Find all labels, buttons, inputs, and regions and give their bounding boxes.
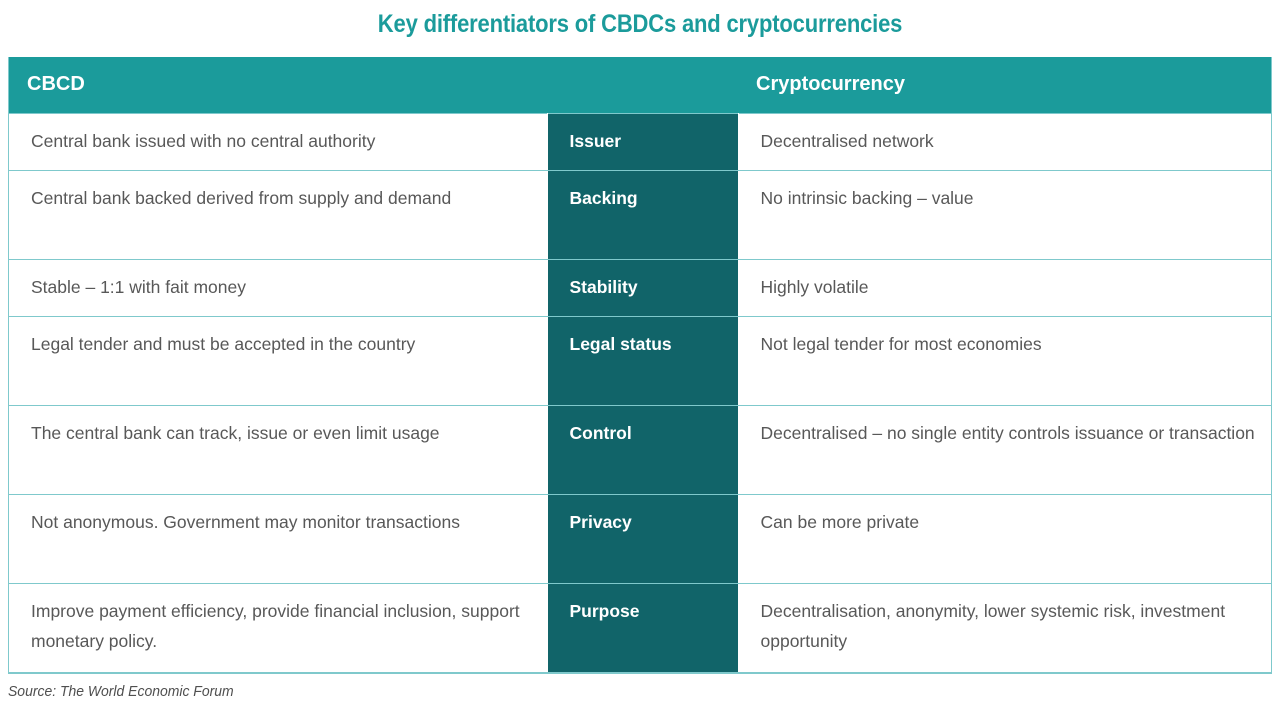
cell-cbdc-control: The central bank can track, issue or eve… xyxy=(9,404,548,495)
cell-crypto-issuer: Decentralised network xyxy=(737,112,1271,171)
cell-attribute-purpose: Purpose xyxy=(546,582,739,673)
cell-crypto-legal-status: Not legal tender for most economies xyxy=(737,315,1271,406)
cell-cbdc-backing: Central bank backed derived from supply … xyxy=(9,169,548,260)
source-note: Source: The World Economic Forum xyxy=(8,683,234,700)
cell-attribute-backing: Backing xyxy=(546,169,739,260)
cell-crypto-control: Decentralised – no single entity control… xyxy=(737,404,1271,495)
table-row: Central bank issued with no central auth… xyxy=(9,112,1271,171)
table-row: Not anonymous. Government may monitor tr… xyxy=(9,493,1271,584)
column-header-cbdc: CBCD xyxy=(9,57,547,113)
cell-attribute-control: Control xyxy=(546,404,739,495)
cell-crypto-privacy: Can be more private xyxy=(737,493,1271,584)
column-header-attribute xyxy=(547,57,738,113)
cell-attribute-privacy: Privacy xyxy=(546,493,739,584)
table-body: Central bank issued with no central auth… xyxy=(9,112,1271,673)
table-row: Legal tender and must be accepted in the… xyxy=(9,315,1271,406)
page-title: Key differentiators of CBDCs and cryptoc… xyxy=(377,10,903,38)
comparison-table-container: CBCD Cryptocurrency Central bank issued … xyxy=(8,57,1272,674)
cell-attribute-stability: Stability xyxy=(546,258,739,317)
table-header-row: CBCD Cryptocurrency xyxy=(9,57,1271,113)
table-row: Central bank backed derived from supply … xyxy=(9,169,1271,260)
column-header-cryptocurrency: Cryptocurrency xyxy=(738,57,1271,113)
cell-cbdc-legal-status: Legal tender and must be accepted in the… xyxy=(9,315,548,406)
cell-cbdc-purpose: Improve payment efficiency, provide fina… xyxy=(9,582,548,673)
cell-crypto-stability: Highly volatile xyxy=(737,258,1271,317)
cell-cbdc-privacy: Not anonymous. Government may monitor tr… xyxy=(9,493,548,584)
cell-crypto-purpose: Decentralisation, anonymity, lower syste… xyxy=(737,582,1271,673)
cell-attribute-issuer: Issuer xyxy=(546,112,739,171)
cell-cbdc-issuer: Central bank issued with no central auth… xyxy=(9,112,548,171)
table-row: The central bank can track, issue or eve… xyxy=(9,404,1271,495)
cell-attribute-legal-status: Legal status xyxy=(546,315,739,406)
table-row: Improve payment efficiency, provide fina… xyxy=(9,582,1271,673)
comparison-table: CBCD Cryptocurrency Central bank issued … xyxy=(9,57,1271,673)
cell-cbdc-stability: Stable – 1:1 with fait money xyxy=(9,258,548,317)
table-header: CBCD Cryptocurrency xyxy=(9,57,1271,113)
table-row: Stable – 1:1 with fait money Stability H… xyxy=(9,258,1271,317)
cell-crypto-backing: No intrinsic backing – value xyxy=(737,169,1271,260)
